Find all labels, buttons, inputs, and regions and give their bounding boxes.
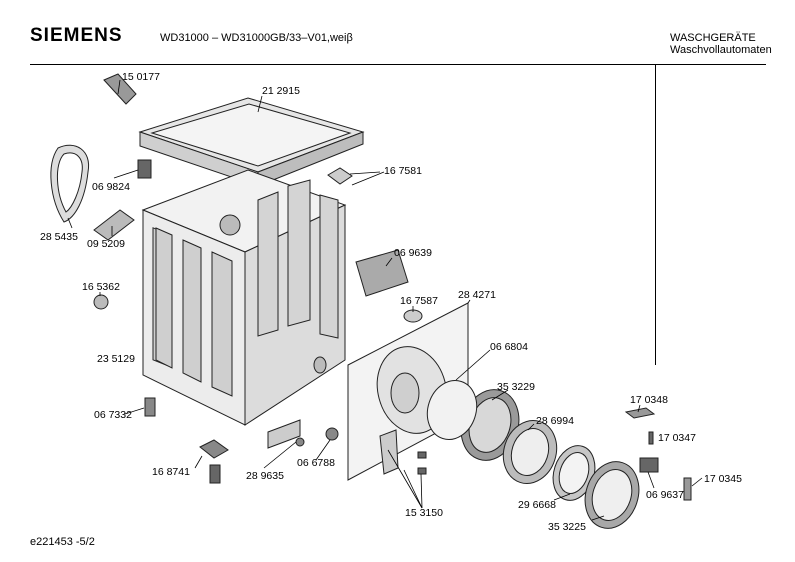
part-label[interactable]: 09 5209 — [87, 238, 125, 250]
column-divider — [655, 65, 656, 365]
part-label[interactable]: 06 7332 — [94, 409, 132, 421]
part-label[interactable]: 06 9824 — [92, 181, 130, 193]
part-label[interactable]: 15 0177 — [122, 71, 160, 83]
part-label[interactable]: 28 5435 — [40, 231, 78, 243]
part-label[interactable]: 15 3150 — [405, 507, 443, 519]
part-label[interactable]: 06 9639 — [394, 247, 432, 259]
cabinet-drawing — [141, 169, 347, 426]
part-label[interactable]: 16 7581 — [384, 165, 422, 177]
top-lid-drawing — [138, 97, 365, 187]
part-label[interactable]: 06 6788 — [297, 457, 335, 469]
part-label[interactable]: 23 5129 — [97, 353, 135, 365]
part-label[interactable]: 29 6668 — [518, 499, 556, 511]
part-labels: 15 0177 21 2915 28 5435 06 9824 16 7581 … — [40, 71, 742, 533]
document-code: e221453 -5/2 — [30, 536, 95, 548]
category-subtitle: Waschvollautomaten — [670, 44, 772, 56]
part-label[interactable]: 06 6804 — [490, 341, 528, 353]
part-label[interactable]: 17 0348 — [630, 394, 668, 406]
part-label[interactable]: 28 9635 — [246, 470, 284, 482]
part-label[interactable]: 06 9637 — [646, 489, 684, 501]
brand-logo: SIEMENS — [30, 25, 123, 46]
part-label[interactable]: 16 5362 — [82, 281, 120, 293]
part-label[interactable]: 16 7587 — [400, 295, 438, 307]
header-rule — [30, 64, 766, 65]
part-label[interactable]: 35 3225 — [548, 521, 586, 533]
leader-lines — [67, 79, 703, 521]
category-title: WASCHGERÄTE — [670, 32, 756, 44]
small-part-drawings — [50, 73, 692, 501]
part-label[interactable]: 17 0345 — [704, 473, 742, 485]
part-label[interactable]: 16 8741 — [152, 466, 190, 478]
part-label[interactable]: 28 6994 — [536, 415, 574, 427]
part-label[interactable]: 21 2915 — [262, 85, 300, 97]
part-label[interactable]: 35 3229 — [497, 381, 535, 393]
part-label[interactable]: 17 0347 — [658, 432, 696, 444]
door-ring-drawings — [426, 380, 640, 529]
model-title: WD31000 – WD31000GB/33–V01,weiβ — [160, 32, 353, 44]
part-label[interactable]: 28 4271 — [458, 289, 496, 301]
